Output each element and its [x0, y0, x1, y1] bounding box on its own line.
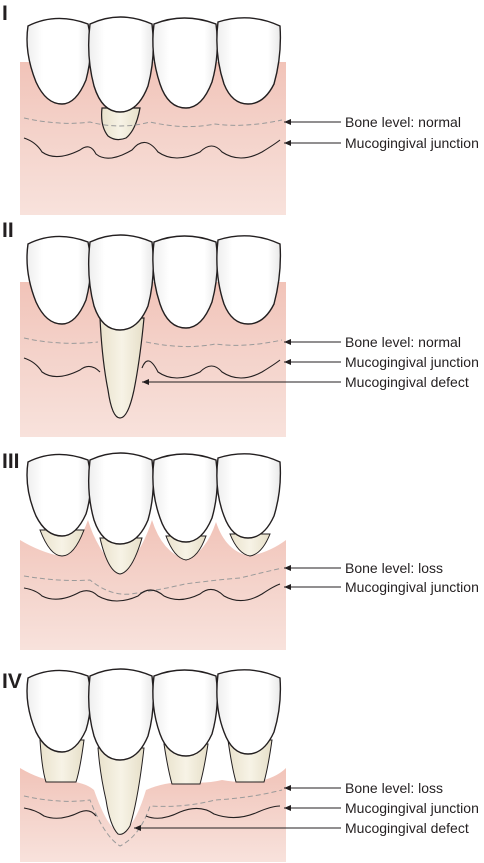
tooth-root-exposed: [97, 747, 145, 835]
tooth-crown: [152, 453, 219, 543]
panel-3-numeral: III: [2, 450, 20, 473]
tooth-root: [101, 107, 141, 141]
tooth-root-exposed: [99, 537, 143, 575]
tooth-crown: [87, 668, 155, 761]
tooth-crown: [26, 453, 92, 537]
tooth-crown: [216, 669, 282, 755]
panel-1-numeral: I: [2, 2, 8, 25]
panel-1: I Bone level: normal Mucogingival juncti…: [2, 2, 479, 215]
panel-4-numeral: IV: [2, 670, 22, 693]
bone-level-line: [23, 337, 283, 348]
arrowhead: [284, 119, 291, 125]
label-bone-level: Bone level: normal: [345, 114, 461, 130]
tooth-root-exposed: [99, 317, 145, 419]
label-bone-level: Bone level: loss: [345, 780, 443, 796]
tooth-root-exposed: [165, 535, 207, 561]
tooth-crown: [87, 452, 155, 545]
tooth-crown: [152, 235, 219, 329]
mucogingival-junction-line: [23, 357, 281, 379]
tooth-crown: [26, 235, 92, 325]
tooth-crown: [87, 16, 155, 113]
gingiva: [20, 62, 286, 215]
tooth-crown: [216, 453, 282, 539]
mucogingival-junction-line: [23, 583, 281, 602]
gingiva: [20, 282, 286, 437]
arrowhead: [284, 785, 291, 791]
arrowhead: [284, 140, 291, 146]
bone-level-line: [23, 117, 283, 128]
mucogingival-junction-line: [23, 805, 281, 819]
panel-2: II Bone level: normal Mucogingival junct…: [2, 219, 479, 437]
mucogingival-junction-line: [23, 137, 281, 159]
label-mucogingival-junction: Mucogingival junction: [345, 354, 479, 370]
label-bone-level: Bone level: normal: [345, 334, 461, 350]
tooth-crown: [26, 17, 92, 105]
arrowhead: [284, 359, 291, 365]
label-mucogingival-junction: Mucogingival junction: [345, 579, 479, 595]
tooth-crown: [216, 17, 282, 105]
label-mucogingival-defect: Mucogingival defect: [345, 374, 469, 390]
tooth-root-exposed: [229, 533, 271, 557]
tooth-crown: [26, 669, 92, 753]
arrowhead: [284, 584, 291, 590]
gingiva: [20, 520, 286, 650]
arrowhead: [284, 565, 291, 571]
arrowhead: [284, 339, 291, 345]
panel-2-numeral: II: [2, 219, 14, 242]
label-mucogingival-junction: Mucogingival junction: [345, 135, 479, 151]
label-mucogingival-junction: Mucogingival junction: [345, 800, 479, 816]
arrowhead: [142, 379, 149, 385]
arrowhead: [134, 825, 141, 831]
panel-4: IV Bone level: loss Mucogingival junctio…: [2, 668, 479, 862]
tooth-crown: [152, 17, 219, 109]
panel-3: III Bone level: loss Mucogingival juncti…: [2, 450, 479, 650]
tooth-root-exposed: [39, 529, 85, 557]
arrowhead: [284, 805, 291, 811]
label-bone-level: Bone level: loss: [345, 560, 443, 576]
tooth-crown: [87, 234, 155, 331]
tooth-crown: [152, 669, 219, 757]
gingiva: [20, 768, 286, 862]
label-mucogingival-defect: Mucogingival defect: [345, 820, 469, 836]
tooth-crown: [216, 235, 282, 325]
tooth-root-exposed: [39, 739, 85, 783]
